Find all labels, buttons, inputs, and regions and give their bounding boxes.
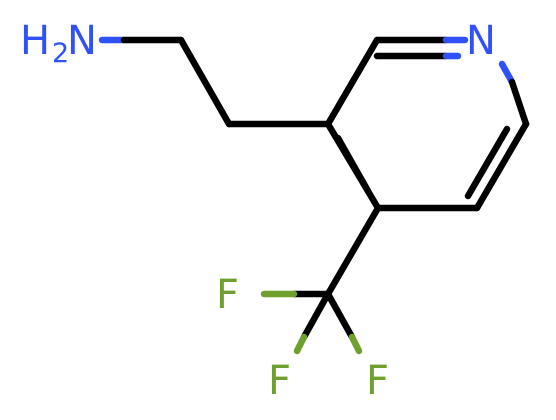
bond-ring-c4-c3-double <box>334 134 372 195</box>
bond-cf3-f-bottom-right-black <box>324 290 356 341</box>
bond-ring-cf3 <box>324 204 382 298</box>
bond-cf3-f-bottom-left-green <box>293 333 308 355</box>
fluorine-bottom-left-label: F <box>268 358 291 404</box>
bond-cf3-f-bottom-right-green <box>348 333 363 355</box>
bond-ring-n-c6-blue <box>498 60 516 86</box>
bond-ring-c6-c5 <box>473 120 530 212</box>
fluorine-left-label: F <box>216 272 239 318</box>
bond-ring-c3-c2 <box>324 36 381 128</box>
amine-h-label: H <box>20 18 50 64</box>
bond-c1-c2 <box>177 36 233 128</box>
bond-ring-n-c6-black <box>508 78 530 128</box>
bond-ring-c6-c5-double <box>464 125 511 200</box>
pyridine-nitrogen-label: N <box>466 18 496 64</box>
fluorine-bottom-right-label: F <box>366 358 389 404</box>
amine-subscript-label: 2 <box>52 38 69 69</box>
amine-nitrogen-label: N <box>67 18 97 64</box>
bond-cf3-f-bottom-left-black <box>300 290 332 341</box>
